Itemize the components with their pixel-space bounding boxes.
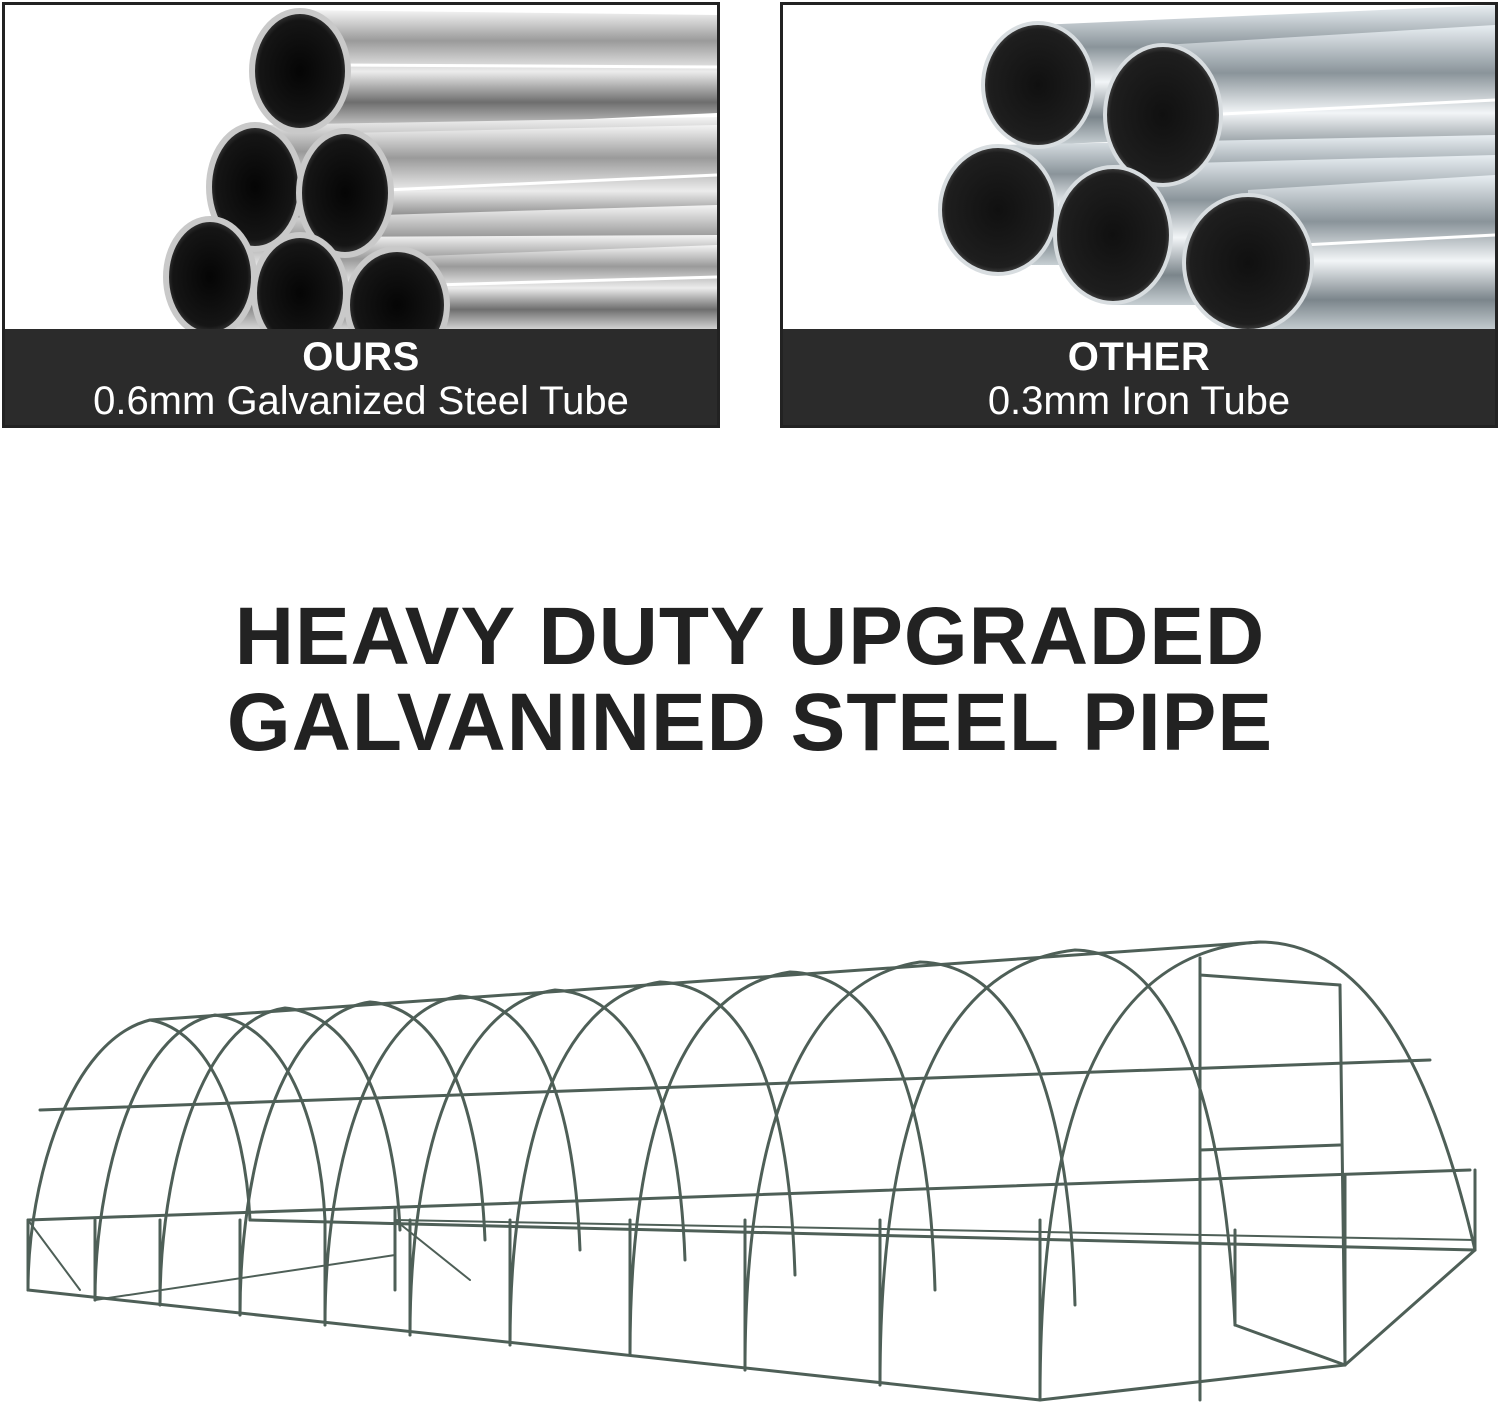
other-caption: OTHER 0.3mm Iron Tube <box>783 329 1495 425</box>
ours-pipes-image <box>163 8 717 331</box>
greenhouse-frame-image <box>26 940 1477 1402</box>
headline-line-2: GALVANINED STEEL PIPE <box>226 677 1274 768</box>
headline: HEAVY DUTY UPGRADED GALVANINED STEEL PIP… <box>0 594 1500 766</box>
tube-ends <box>938 21 1314 331</box>
other-detail: 0.3mm Iron Tube <box>987 379 1291 423</box>
ours-detail: 0.6mm Galvanized Steel Tube <box>93 379 629 423</box>
other-panel: OTHER 0.3mm Iron Tube <box>780 2 1498 428</box>
ours-heading: OURS <box>302 335 420 379</box>
ours-caption: OURS 0.6mm Galvanized Steel Tube <box>5 329 717 425</box>
other-pipes-image <box>938 5 1495 331</box>
tube-ends <box>163 8 450 331</box>
ours-panel: OURS 0.6mm Galvanized Steel Tube <box>2 2 720 428</box>
headline-line-1: HEAVY DUTY UPGRADED <box>234 591 1266 682</box>
other-heading: OTHER <box>1067 335 1211 379</box>
